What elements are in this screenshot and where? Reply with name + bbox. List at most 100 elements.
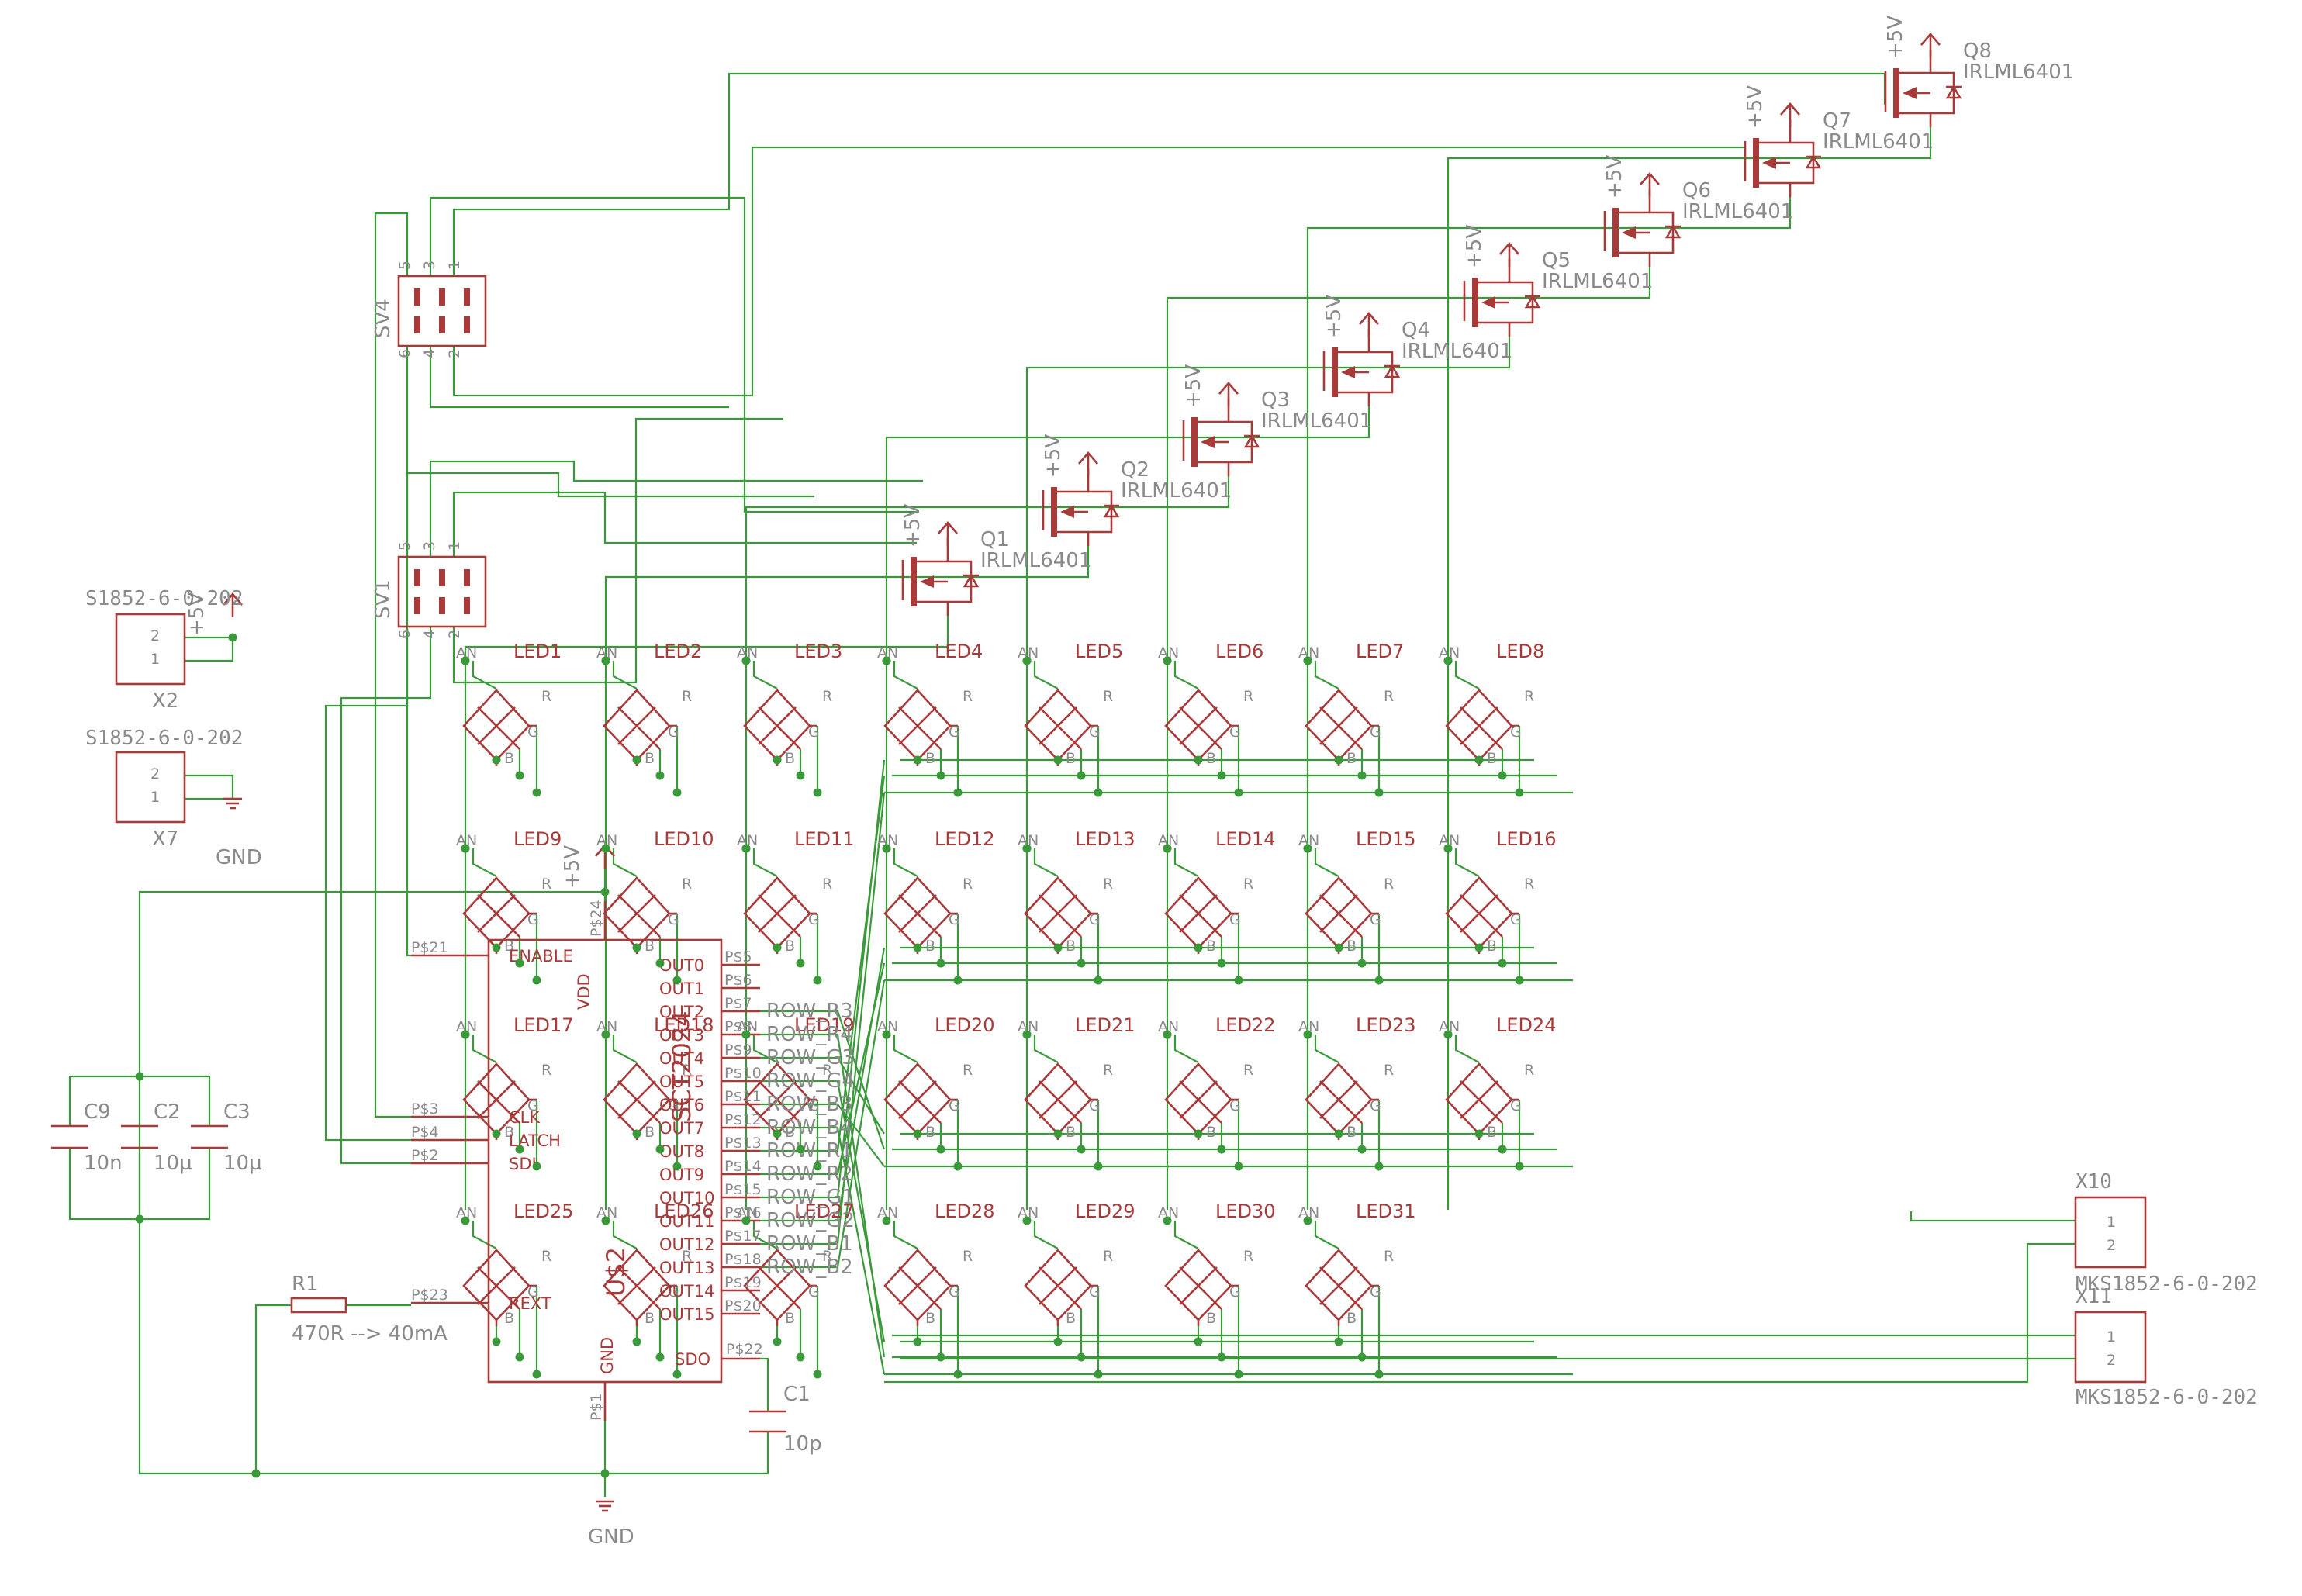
led-lead [1355, 1302, 1363, 1310]
ic-pad: P$14 [724, 1158, 762, 1175]
ic-name: U$2 [601, 1247, 631, 1297]
led-pin-r: R [822, 1062, 832, 1079]
header-pin [414, 569, 420, 586]
connector-body [2074, 1311, 2147, 1384]
net-label: ROW_G1 [766, 1186, 855, 1209]
vcc-label: +5V [1744, 85, 1767, 129]
junction-dot [1515, 976, 1524, 985]
junction-dot [813, 788, 822, 797]
led-pin-g: G [668, 1283, 679, 1301]
rgb-led [1445, 848, 1519, 954]
led-lead [1355, 930, 1363, 938]
header-pin [439, 569, 445, 586]
junction-dot [655, 959, 665, 968]
header-pin [414, 597, 420, 614]
junction-dot [532, 1162, 541, 1171]
junction-dot [953, 976, 963, 985]
junction-dot [1234, 1370, 1243, 1379]
led-pin-g: G [949, 1097, 960, 1114]
led-pin-an: AN [456, 832, 477, 849]
led-pin-r: R [682, 1248, 692, 1265]
junction-dot [1443, 1030, 1453, 1039]
led-lead [793, 1116, 801, 1124]
led-line [1179, 1080, 1218, 1119]
led-name: LED6 [1215, 641, 1263, 662]
led-pin-an: AN [596, 1204, 617, 1221]
resistor-name: R1 [292, 1273, 319, 1296]
led-line [617, 894, 656, 933]
led-anode-lead [612, 1035, 638, 1063]
junction-dot [796, 771, 805, 780]
ic-pad: P$6 [724, 972, 752, 989]
rgb-led [603, 661, 677, 766]
junction-dot [1303, 844, 1312, 853]
led-anode-lead [1454, 848, 1480, 877]
ic-pin-name: OUT11 [659, 1212, 714, 1231]
junction-dot [1234, 1162, 1243, 1171]
ic-pad: P$2 [411, 1147, 439, 1164]
led-pin-g: G [527, 911, 539, 928]
header-pin-num: 6 [396, 349, 413, 358]
led-pin-b: B [645, 750, 655, 767]
led-pin-an: AN [456, 1204, 477, 1221]
junction-dot [461, 1216, 470, 1225]
led-line [1319, 1266, 1358, 1305]
row-net-wire [760, 1056, 885, 1135]
rgb-led [462, 848, 537, 954]
net-label: ROW_R3 [766, 1000, 853, 1023]
led-pin-b: B [504, 1124, 514, 1141]
junction-dot [1163, 1030, 1172, 1039]
mosfet-value: IRLML6401 [1542, 270, 1653, 293]
ic-pin-name: SDO [675, 1350, 710, 1369]
vcc-arrow [1640, 172, 1660, 185]
led-pin-an: AN [1298, 1204, 1319, 1221]
gnd-label: GND [588, 1525, 634, 1549]
column-wire [745, 476, 1230, 1210]
led-pin-g: G [1510, 911, 1522, 928]
connector-name: X10 [2076, 1170, 2112, 1194]
header-wire [452, 491, 917, 557]
mosfet-name: Q4 [1402, 319, 1430, 342]
header-pin [464, 597, 470, 614]
junction-dot [936, 959, 945, 968]
junction-dot [1077, 959, 1086, 968]
connector-body [2074, 1196, 2147, 1269]
led-pin-an: AN [596, 1018, 617, 1035]
led-pin-g: G [1370, 724, 1381, 741]
led-name: LED14 [1215, 828, 1276, 850]
led-pin-an: AN [877, 832, 898, 849]
junction-dot [632, 1337, 641, 1346]
vcc-label: +5V [1603, 155, 1626, 199]
junction-dot [1163, 656, 1172, 665]
led-line [1319, 706, 1358, 745]
led-line [898, 1080, 937, 1119]
led-name: LED27 [794, 1200, 855, 1222]
led-lead [513, 930, 520, 938]
junction-dot [1022, 844, 1032, 853]
rgb-led [743, 848, 817, 954]
vcc-arrow [1078, 451, 1098, 465]
junction-dot [1374, 1162, 1384, 1171]
rgb-led [1164, 661, 1239, 766]
rgb-led [883, 1221, 958, 1326]
led-anode-lead [472, 661, 497, 689]
led-lead [1074, 1302, 1082, 1310]
led-pin-an: AN [456, 644, 477, 662]
led-lead [513, 1116, 520, 1124]
led-pin-g: G [1089, 1097, 1101, 1114]
mosfet-arrow [1341, 366, 1355, 378]
junction-dot [1303, 1216, 1312, 1225]
led-pin-r: R [1384, 876, 1394, 893]
led-pin-an: AN [877, 1018, 898, 1035]
header-pin [414, 288, 420, 306]
led-line [758, 894, 797, 933]
junction-dot [672, 976, 682, 985]
net-label: ROW_B1 [766, 1232, 853, 1256]
led-pin-b: B [1346, 1124, 1357, 1141]
header-wire [452, 72, 1886, 276]
junction-dot [1053, 1337, 1063, 1346]
led-pin-an: AN [877, 644, 898, 662]
row-net-wire [760, 759, 886, 1199]
led-pin-g: G [1510, 1097, 1522, 1114]
